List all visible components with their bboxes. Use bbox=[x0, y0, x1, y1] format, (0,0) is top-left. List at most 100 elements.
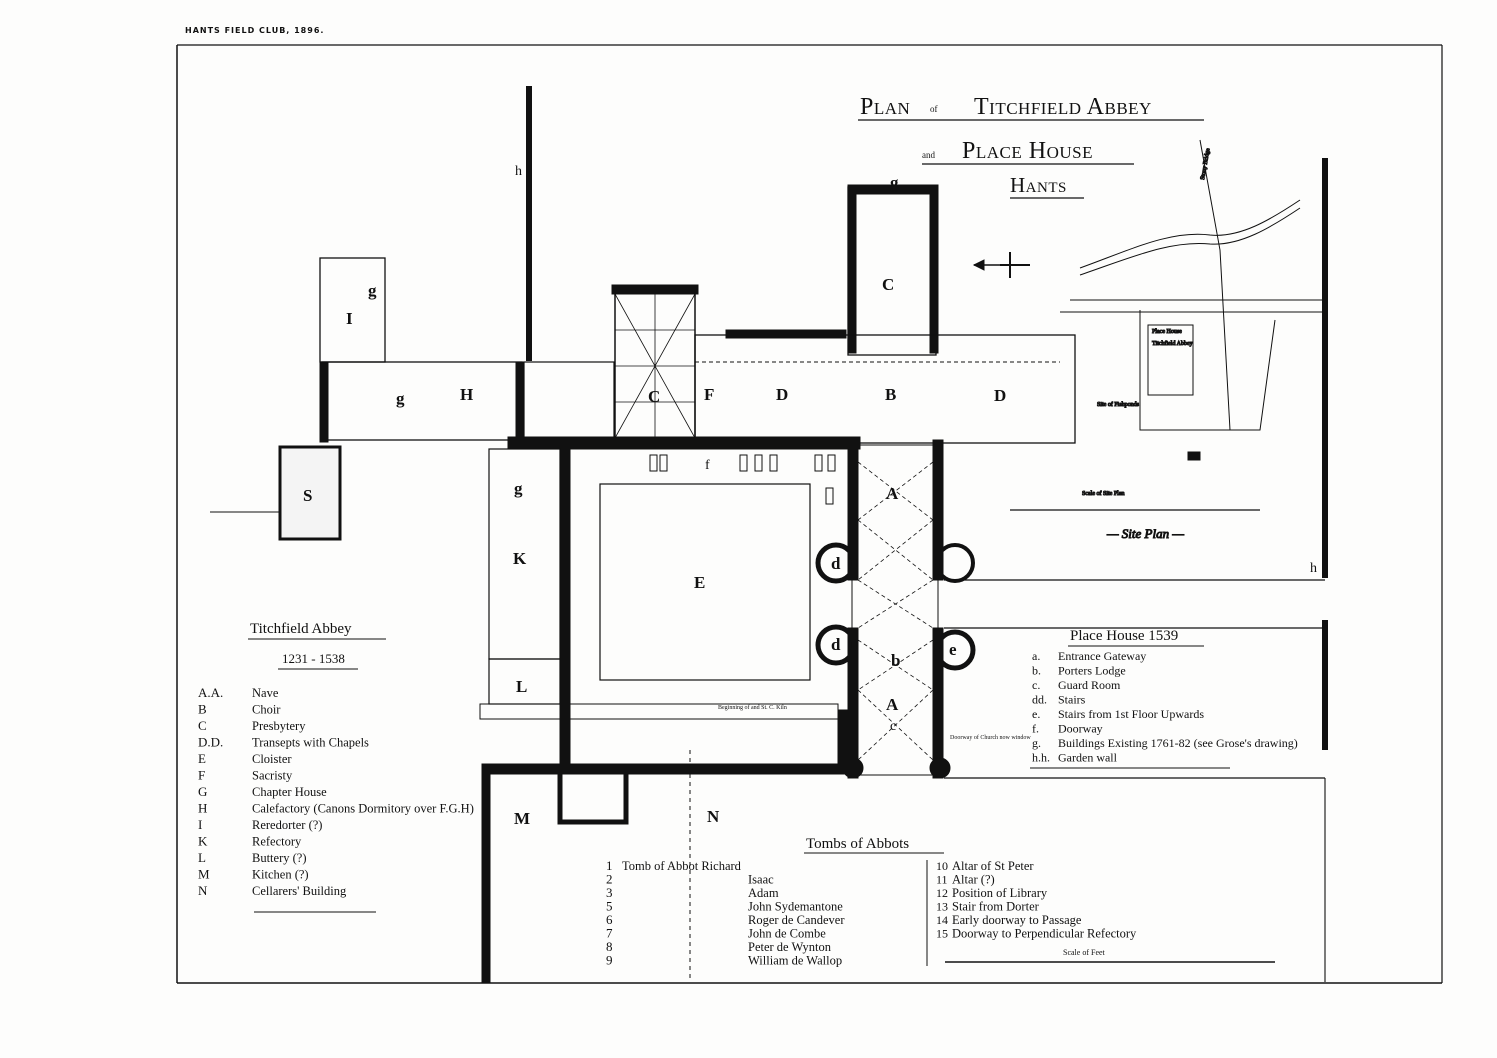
room-h2: h bbox=[1310, 561, 1317, 576]
abbey-legend-key: H bbox=[198, 801, 207, 816]
room-C: C bbox=[882, 275, 894, 294]
place-legend-key: h.h. bbox=[1032, 751, 1050, 765]
room-H: H bbox=[460, 385, 473, 404]
room-g3: g bbox=[396, 389, 405, 408]
garden-walls bbox=[526, 86, 1328, 982]
place-legend-label: Porters Lodge bbox=[1058, 664, 1126, 678]
room-d2: d bbox=[831, 635, 841, 654]
tomb-number: 13 bbox=[936, 900, 948, 914]
room-b: b bbox=[891, 651, 900, 670]
room-f: f bbox=[705, 458, 710, 473]
abbey-legend-label: Cloister bbox=[252, 752, 292, 766]
tomb-label: Peter de Wynton bbox=[748, 940, 832, 954]
abbey-legend-label: Buttery (?) bbox=[252, 851, 307, 865]
room-labels: C C F D B D H I K E L M N A A S d d b e … bbox=[303, 164, 1317, 828]
site-plan-title: — Site Plan — bbox=[1106, 526, 1184, 541]
room-d1: d bbox=[831, 554, 841, 573]
tomb-label: Position of Library bbox=[952, 886, 1048, 900]
abbey-legend-label: Presbytery bbox=[252, 719, 306, 733]
abbey-legend: Titchfield Abbey 1231 - 1538 bbox=[248, 621, 386, 913]
tomb-label: John de Combe bbox=[748, 927, 826, 941]
room-L: L bbox=[516, 677, 527, 696]
place-legend-title: Place House 1539 bbox=[1070, 628, 1178, 644]
tomb-number: 3 bbox=[606, 885, 613, 900]
abbey-legend-key: G bbox=[198, 784, 207, 799]
tomb-number: 7 bbox=[606, 926, 613, 941]
tombs-legend: Tombs of Abbots Scale of Feet bbox=[804, 836, 1275, 966]
place-legend-label: Doorway bbox=[1058, 722, 1103, 736]
tomb-label: John Sydemantone bbox=[748, 900, 843, 914]
room-F: F bbox=[704, 385, 714, 404]
room-G: C bbox=[648, 387, 660, 406]
tomb-number: 15 bbox=[936, 927, 948, 941]
tombs-title: Tombs of Abbots bbox=[806, 836, 909, 852]
title-plan: Plan bbox=[860, 94, 910, 120]
tomb-number: 5 bbox=[606, 899, 613, 914]
place-legend-label: Guard Room bbox=[1058, 678, 1121, 692]
tomb-label: Stair from Dorter bbox=[952, 900, 1040, 914]
abbey-legend-label: Sacristy bbox=[252, 769, 293, 783]
place-legend-key: g. bbox=[1032, 736, 1041, 750]
place-legend-label: Buildings Existing 1761-82 (see Grose's … bbox=[1058, 736, 1298, 750]
place-legend-key: a. bbox=[1032, 649, 1040, 663]
place-legend: Place House 1539 bbox=[1030, 628, 1230, 769]
note-doorway: Doorway of Church now window bbox=[950, 734, 1031, 741]
tomb-number: 2 bbox=[606, 872, 613, 887]
room-B: B bbox=[885, 385, 896, 404]
tomb-label: Roger de Candever bbox=[748, 913, 845, 927]
abbey-legend-label: Calefactory (Canons Dormitory over F.G.H… bbox=[252, 802, 474, 816]
abbey-legend-label: Transepts with Chapels bbox=[252, 736, 369, 750]
place-legend-key: dd. bbox=[1032, 693, 1047, 707]
tomb-label: Early doorway to Passage bbox=[952, 913, 1082, 927]
abbey-legend-key: B bbox=[198, 702, 207, 717]
room-c: c bbox=[890, 719, 896, 734]
tomb-label: Isaac bbox=[748, 873, 774, 887]
title-place-house: Place House bbox=[962, 138, 1093, 164]
abbey-legend-key: I bbox=[198, 817, 202, 832]
abbey-legend-label: Refectory bbox=[252, 835, 302, 849]
abbey-legend-label: Cellarers' Building bbox=[252, 884, 347, 898]
room-K: K bbox=[513, 549, 527, 568]
abbey-legend-key: K bbox=[198, 834, 208, 849]
tomb-label: Altar of St Peter bbox=[952, 859, 1034, 873]
room-g1: g bbox=[890, 173, 899, 192]
abbey-legend-key: E bbox=[198, 751, 206, 766]
room-A1: A bbox=[886, 484, 899, 503]
abbey-legend-key: F bbox=[198, 768, 205, 783]
abbey-legend-key: D.D. bbox=[198, 735, 223, 750]
room-I: I bbox=[346, 309, 353, 328]
tomb-number: 12 bbox=[936, 886, 948, 900]
place-legend-label: Stairs bbox=[1058, 693, 1086, 707]
place-legend-key: e. bbox=[1032, 707, 1040, 721]
abbey-legend-key: M bbox=[198, 867, 210, 882]
room-g4: g bbox=[514, 479, 523, 498]
plan-notes: Beginning of and St. C. Kiln Doorway of … bbox=[718, 704, 1031, 741]
place-legend-key: c. bbox=[1032, 678, 1040, 692]
plan-title: Plan of Titchfield Abbey and Place House… bbox=[858, 94, 1204, 199]
room-D2: D bbox=[994, 386, 1006, 405]
room-N: N bbox=[707, 807, 720, 826]
title-abbey: Titchfield Abbey bbox=[974, 94, 1152, 120]
room-E: E bbox=[694, 573, 705, 592]
tomb-number: 1 bbox=[606, 858, 613, 873]
tomb-number: 6 bbox=[606, 912, 613, 927]
room-S: S bbox=[303, 486, 312, 505]
place-legend-label: Garden wall bbox=[1058, 751, 1118, 765]
title-and: and bbox=[922, 150, 935, 160]
tomb-number: 9 bbox=[606, 953, 613, 968]
site-scale-label: Scale of Site Plan bbox=[1082, 490, 1125, 497]
room-g2: g bbox=[368, 281, 377, 300]
tomb-label: Altar (?) bbox=[952, 873, 995, 887]
abbey-legend-key: A.A. bbox=[198, 685, 223, 700]
tomb-markers bbox=[649, 454, 836, 505]
abbey-legend-label: Nave bbox=[252, 686, 279, 700]
place-legend-key: f. bbox=[1032, 722, 1039, 736]
abbey-legend-key: L bbox=[198, 850, 206, 865]
abbey-legend-label: Chapter House bbox=[252, 785, 327, 799]
room-M: M bbox=[514, 809, 530, 828]
